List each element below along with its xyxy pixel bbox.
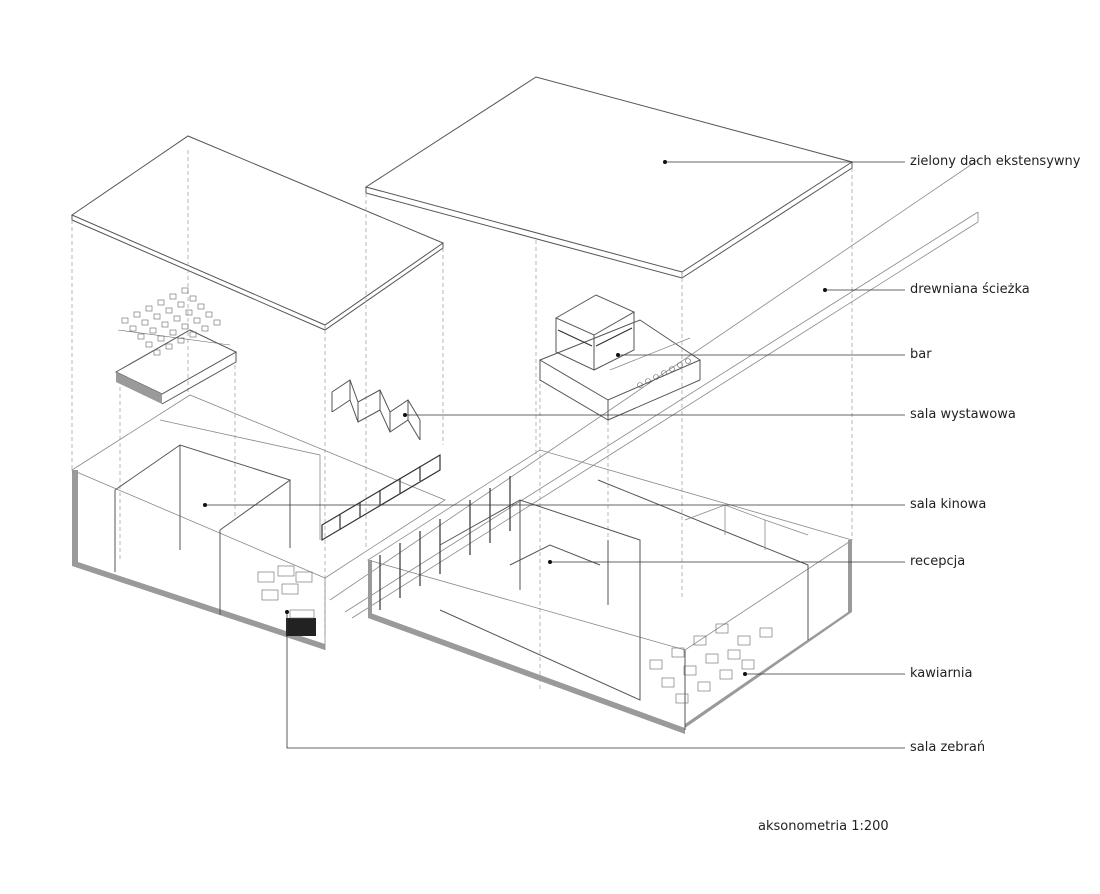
left-roof-slab [70, 135, 445, 331]
right-ground-floor [367, 449, 853, 734]
label-reception: recepcja [910, 554, 966, 569]
label-bar: bar [910, 347, 932, 362]
left-ground-floor [71, 394, 446, 650]
label-green-roof: zielony dach ekstensywny [910, 154, 1081, 169]
label-cinema-hall: sala kinowa [910, 497, 987, 512]
meeting-room-furniture [257, 565, 316, 636]
drawing-caption: aksonometria 1:200 [758, 819, 889, 834]
label-meeting-room: sala zebrań [910, 740, 986, 755]
bar-pavilion [538, 294, 702, 421]
cafe-tables [649, 623, 773, 704]
right-roof-slab [364, 76, 854, 279]
wooden-path [329, 159, 979, 619]
label-cafe: kawiarnia [910, 666, 973, 681]
label-wooden-path: drewniana ścieżka [910, 282, 1030, 297]
reception-glazing [379, 476, 511, 610]
leader-lines [203, 160, 905, 749]
cinema-seating [114, 287, 238, 405]
label-exhibition-hall: sala wystawowa [910, 407, 1016, 422]
projection-lines [71, 150, 853, 690]
exhibition-partitions [331, 379, 421, 441]
